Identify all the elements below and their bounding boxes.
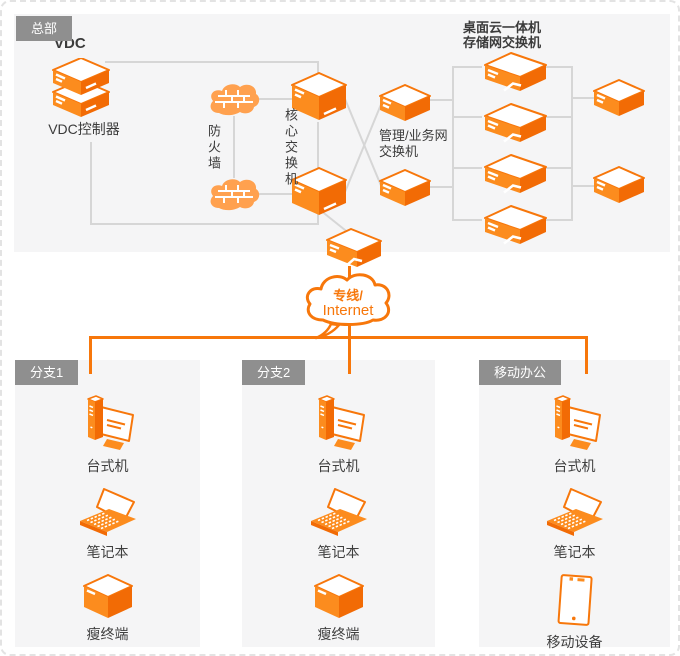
thin-client-icon bbox=[83, 574, 133, 620]
mgmt-switch-icon bbox=[379, 169, 431, 209]
connector-line bbox=[105, 61, 319, 63]
mgmt-switch-label: 管理/业务网 交换机 bbox=[379, 128, 448, 160]
connector-line bbox=[90, 223, 319, 225]
storage-switch-icon bbox=[593, 166, 645, 206]
connector-line bbox=[453, 167, 482, 169]
laptop-icon bbox=[308, 488, 370, 538]
device-label: 笔记本 bbox=[86, 544, 129, 560]
connector-line bbox=[572, 97, 595, 99]
wan-trunk-line bbox=[89, 336, 588, 339]
appliance-title-line1: 桌面云一体机 bbox=[463, 20, 542, 35]
desktop-cloud-appliance-icon bbox=[480, 205, 548, 247]
device-label: 瘦终端 bbox=[86, 626, 129, 642]
connector-line bbox=[453, 66, 482, 68]
connector-line bbox=[259, 193, 292, 195]
device-mobile: 移动设备 bbox=[547, 574, 603, 652]
device-label: 笔记本 bbox=[317, 544, 360, 560]
internet-cloud: 专线/ Internet bbox=[301, 268, 395, 342]
internet-cloud-label: 专线/ Internet bbox=[301, 288, 395, 318]
connector-line bbox=[90, 142, 92, 225]
laptop-icon bbox=[544, 488, 606, 538]
storage-switch-icon bbox=[593, 79, 645, 119]
device-label: 笔记本 bbox=[553, 544, 596, 560]
vdc-controller-label: VDC控制器 bbox=[48, 121, 120, 137]
tablet-icon bbox=[555, 574, 595, 628]
device-laptop: 笔记本 bbox=[308, 488, 370, 562]
firewall-label: 防火墙 bbox=[206, 124, 221, 172]
connector-bus-left bbox=[452, 66, 454, 221]
wan-drop-branch2 bbox=[348, 338, 351, 374]
device-label: 台式机 bbox=[553, 458, 596, 474]
laptop-icon bbox=[77, 488, 139, 538]
desktop-icon bbox=[79, 394, 137, 452]
connector-line bbox=[544, 66, 571, 68]
device-laptop: 笔记本 bbox=[77, 488, 139, 562]
desktop-icon bbox=[546, 394, 604, 452]
desktop-icon bbox=[310, 394, 368, 452]
desktop-cloud-appliance-icon bbox=[480, 154, 548, 196]
core-switch-icon bbox=[291, 72, 347, 122]
connector-bus-right bbox=[571, 66, 573, 221]
mobile-office-devices: 台式机 笔记本 移动设备 bbox=[479, 360, 670, 650]
connector-line bbox=[259, 98, 292, 100]
branch2-devices: 台式机 笔记本 瘦终端 bbox=[242, 360, 435, 647]
mgmt-switch-label-line2: 交换机 bbox=[379, 144, 419, 159]
firewall-icon bbox=[208, 177, 260, 213]
device-label: 台式机 bbox=[317, 458, 360, 474]
connector-line bbox=[544, 219, 571, 221]
headquarters-label: 总部 bbox=[16, 16, 73, 41]
appliance-title: 桌面云一体机 存储网交换机 bbox=[463, 20, 541, 50]
device-label: 瘦终端 bbox=[317, 626, 360, 642]
device-label: 台式机 bbox=[86, 458, 129, 474]
mobile-office-label: 移动办公 bbox=[479, 360, 562, 385]
desktop-cloud-appliance-icon bbox=[480, 52, 548, 94]
connector-line bbox=[572, 185, 595, 187]
connector-line bbox=[544, 167, 571, 169]
device-desktop: 台式机 bbox=[546, 394, 604, 476]
wan-link-cloud-trunk bbox=[348, 324, 351, 338]
connector-line bbox=[233, 116, 235, 178]
connector-line bbox=[317, 214, 319, 225]
firewall-icon bbox=[208, 82, 260, 118]
desktop-cloud-appliance-icon bbox=[480, 103, 548, 145]
connector-line bbox=[317, 122, 319, 169]
device-laptop: 笔记本 bbox=[544, 488, 606, 562]
branch2-label: 分支2 bbox=[242, 360, 306, 385]
branch1-label: 分支1 bbox=[15, 360, 79, 385]
router-icon bbox=[322, 226, 386, 272]
internet-cloud-label-line2: Internet bbox=[322, 302, 374, 319]
core-switch-icon bbox=[291, 167, 347, 217]
wan-drop-mobile bbox=[585, 338, 588, 374]
device-label: 移动设备 bbox=[546, 634, 603, 650]
device-desktop: 台式机 bbox=[79, 394, 137, 476]
branch1-devices: 台式机 笔记本 瘦终端 bbox=[15, 360, 200, 647]
connector-line bbox=[430, 186, 453, 188]
vdc-server-icon bbox=[48, 58, 114, 120]
core-switch-label: 核心交换机 bbox=[283, 108, 298, 188]
device-thin-client: 瘦终端 bbox=[83, 574, 133, 644]
internet-cloud-label-line1: 专线/ bbox=[333, 288, 363, 303]
connector-line bbox=[317, 61, 319, 77]
appliance-title-line2: 存储网交换机 bbox=[463, 35, 542, 50]
device-thin-client: 瘦终端 bbox=[314, 574, 364, 644]
wan-drop-branch1 bbox=[89, 338, 92, 374]
device-desktop: 台式机 bbox=[310, 394, 368, 476]
connector-line bbox=[544, 116, 571, 118]
connector-line bbox=[430, 99, 453, 101]
connector-line bbox=[453, 116, 482, 118]
connector-line bbox=[453, 219, 482, 221]
thin-client-icon bbox=[314, 574, 364, 620]
mgmt-switch-label-line1: 管理/业务网 bbox=[379, 128, 448, 143]
mgmt-switch-icon bbox=[379, 84, 431, 124]
